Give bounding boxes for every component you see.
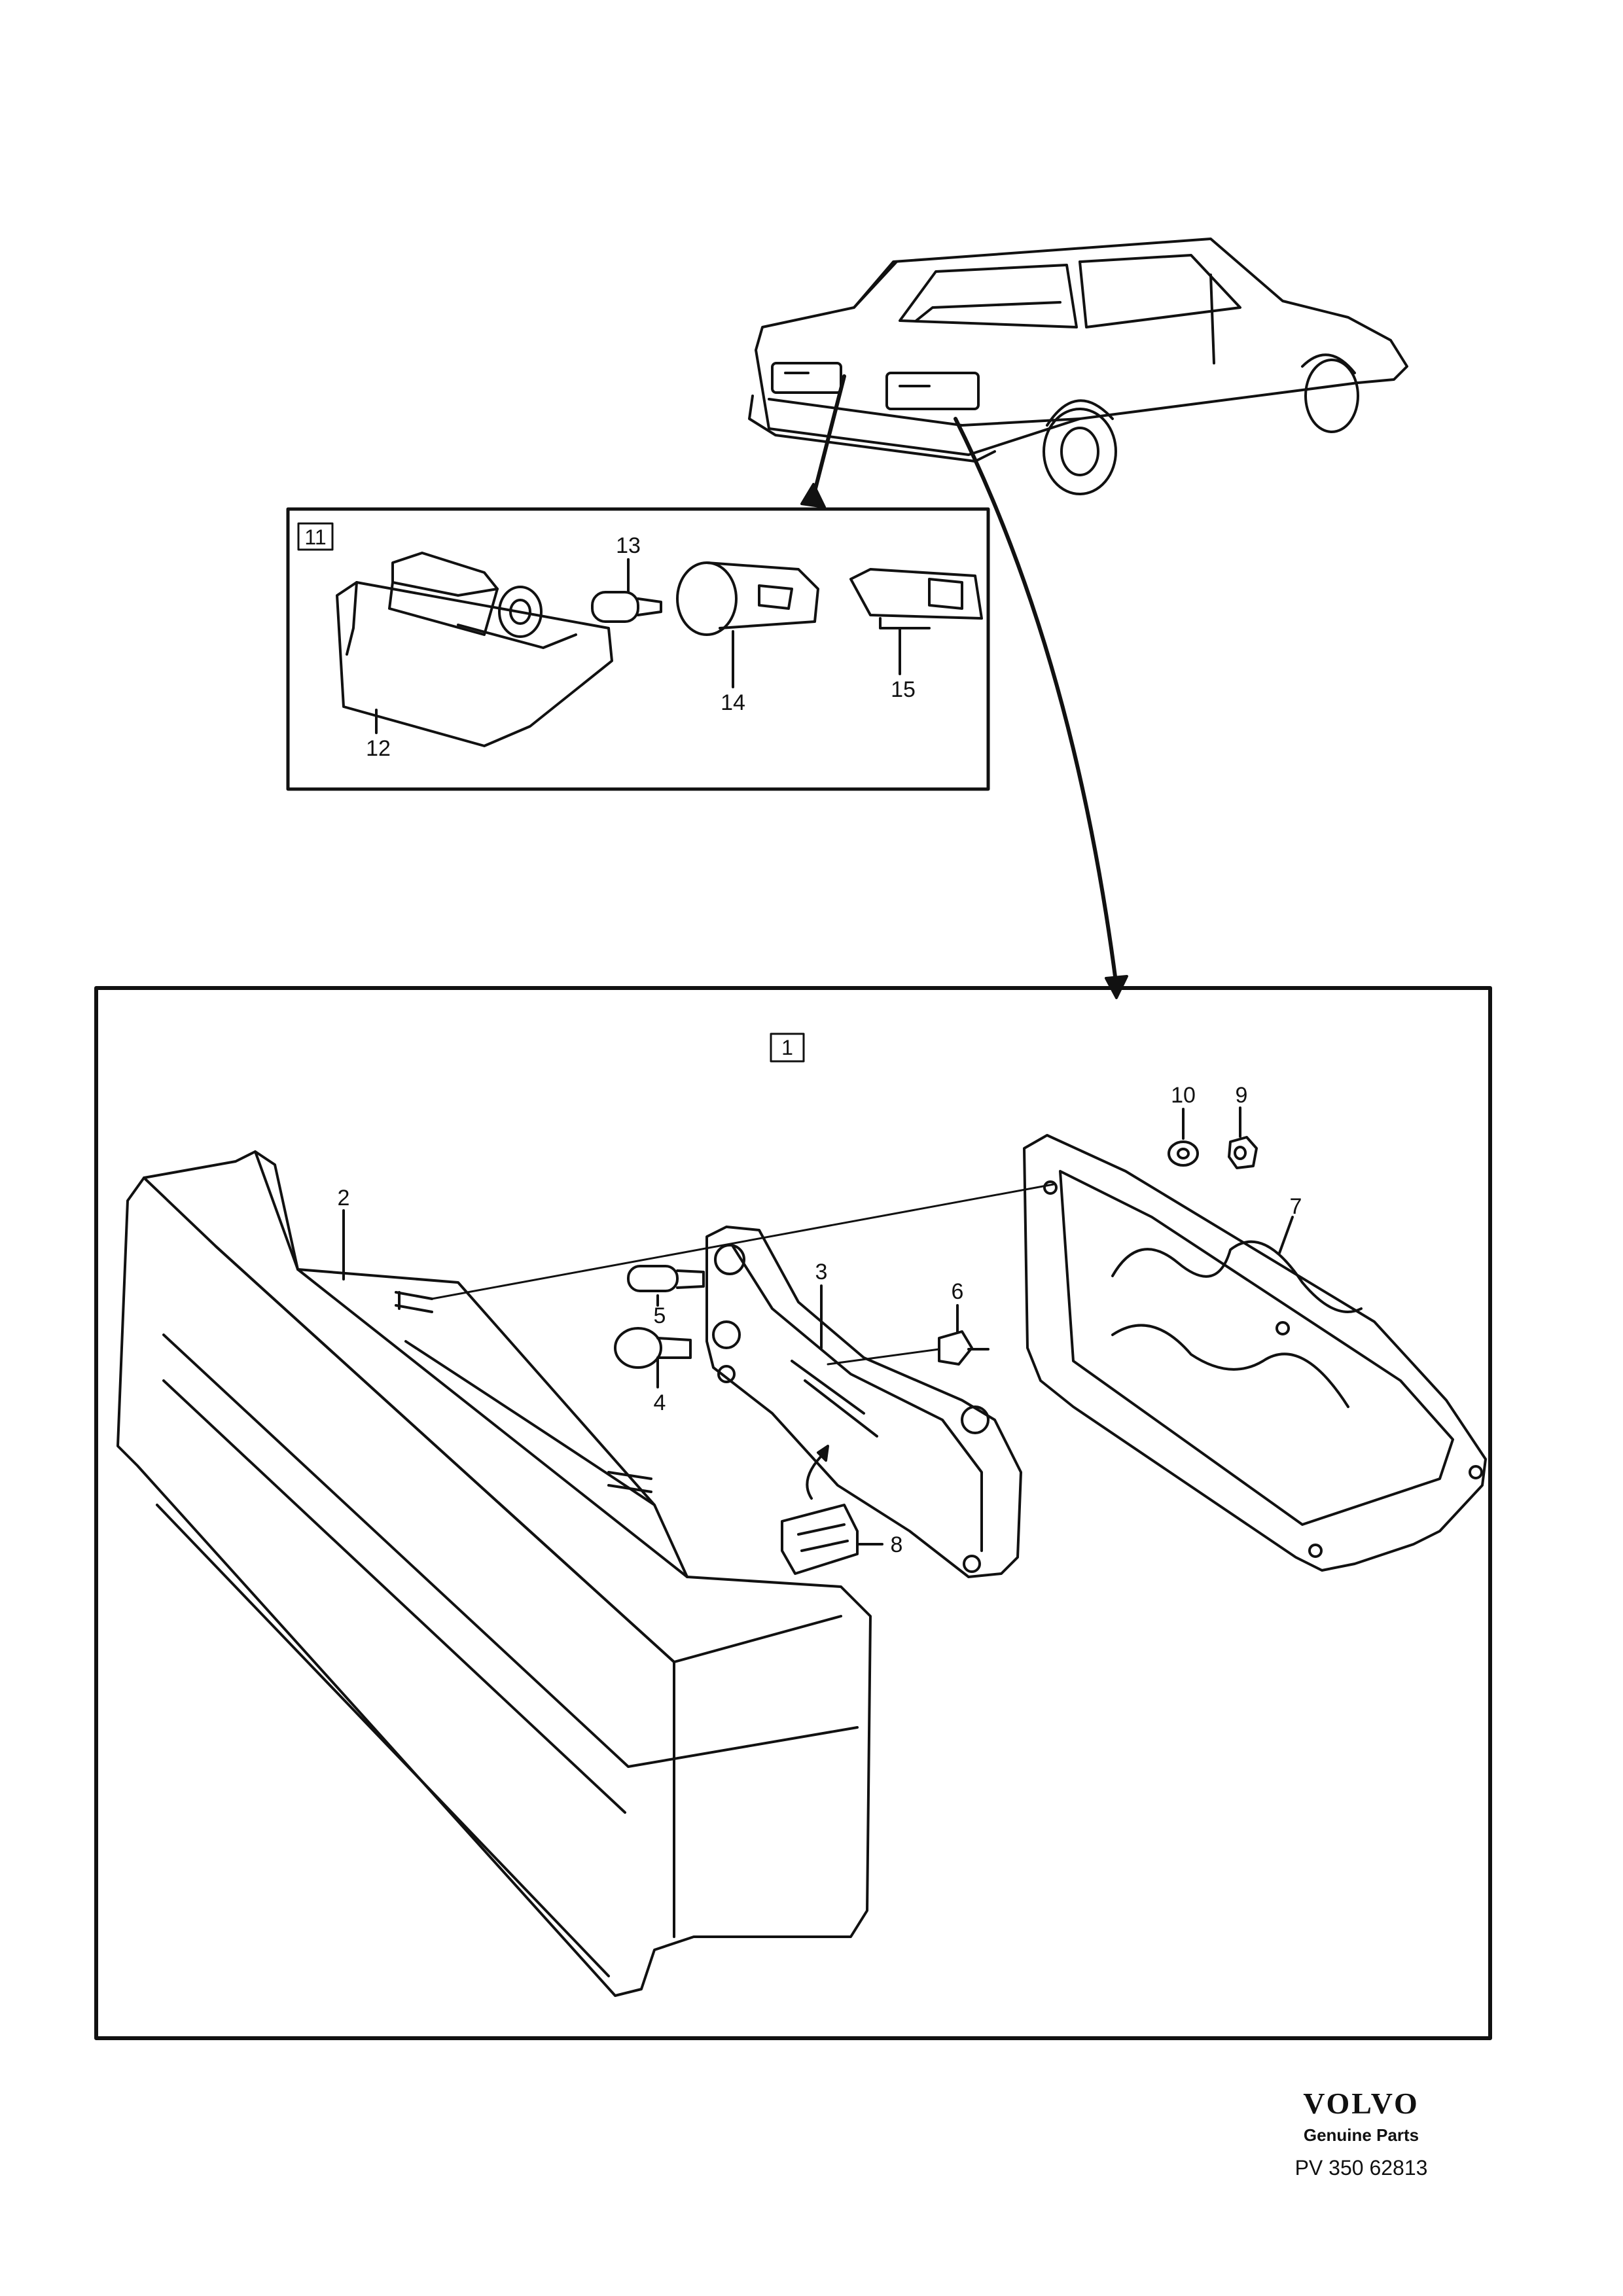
box-11 (286, 507, 990, 791)
item-2-tail-lamp-lens (116, 1150, 872, 1997)
callout-9: 9 (1236, 1083, 1248, 1108)
item-13-bulb (591, 591, 662, 623)
item-14-bulb-holder (676, 561, 819, 636)
item-7-gasket (1023, 1134, 1487, 1572)
callout-15: 15 (891, 677, 916, 702)
item-10-washer (1168, 1140, 1199, 1167)
callout-13: 13 (616, 533, 641, 558)
item-6-nut (827, 1330, 990, 1366)
item-3-bulb-holder-plate (705, 1226, 1022, 1578)
callout-8: 8 (891, 1532, 903, 1557)
item-8-connector (781, 1445, 859, 1575)
callout-4: 4 (654, 1390, 666, 1415)
callout-3: 3 (815, 1260, 828, 1284)
callout-1: 1 (781, 1036, 793, 1059)
callout-7: 7 (1290, 1194, 1302, 1219)
item-9-nut (1228, 1136, 1258, 1169)
callout-2: 2 (338, 1186, 350, 1210)
reference-number: PV 350 62813 (1294, 2156, 1428, 2180)
item-5-bulb (627, 1265, 705, 1292)
callout-5: 5 (654, 1303, 666, 1328)
genuine-parts-label: Genuine Parts (1303, 2125, 1419, 2145)
callout-14: 14 (721, 690, 745, 715)
volvo-logo: VOLVO (1303, 2087, 1419, 2120)
item-12-plate-lamp-housing (336, 552, 613, 747)
item-15-lens (849, 568, 983, 629)
callout-10: 10 (1171, 1083, 1196, 1108)
car-illustration (748, 238, 1408, 495)
callout-12: 12 (366, 736, 391, 761)
callout-11: 11 (304, 525, 326, 549)
item-4-bulb (614, 1327, 692, 1369)
callout-labels: 11 13 14 15 12 1 2 3 5 4 6 7 8 10 9 (304, 525, 1302, 1557)
box-1 (94, 986, 1492, 2040)
callout-6: 6 (952, 1279, 964, 1304)
